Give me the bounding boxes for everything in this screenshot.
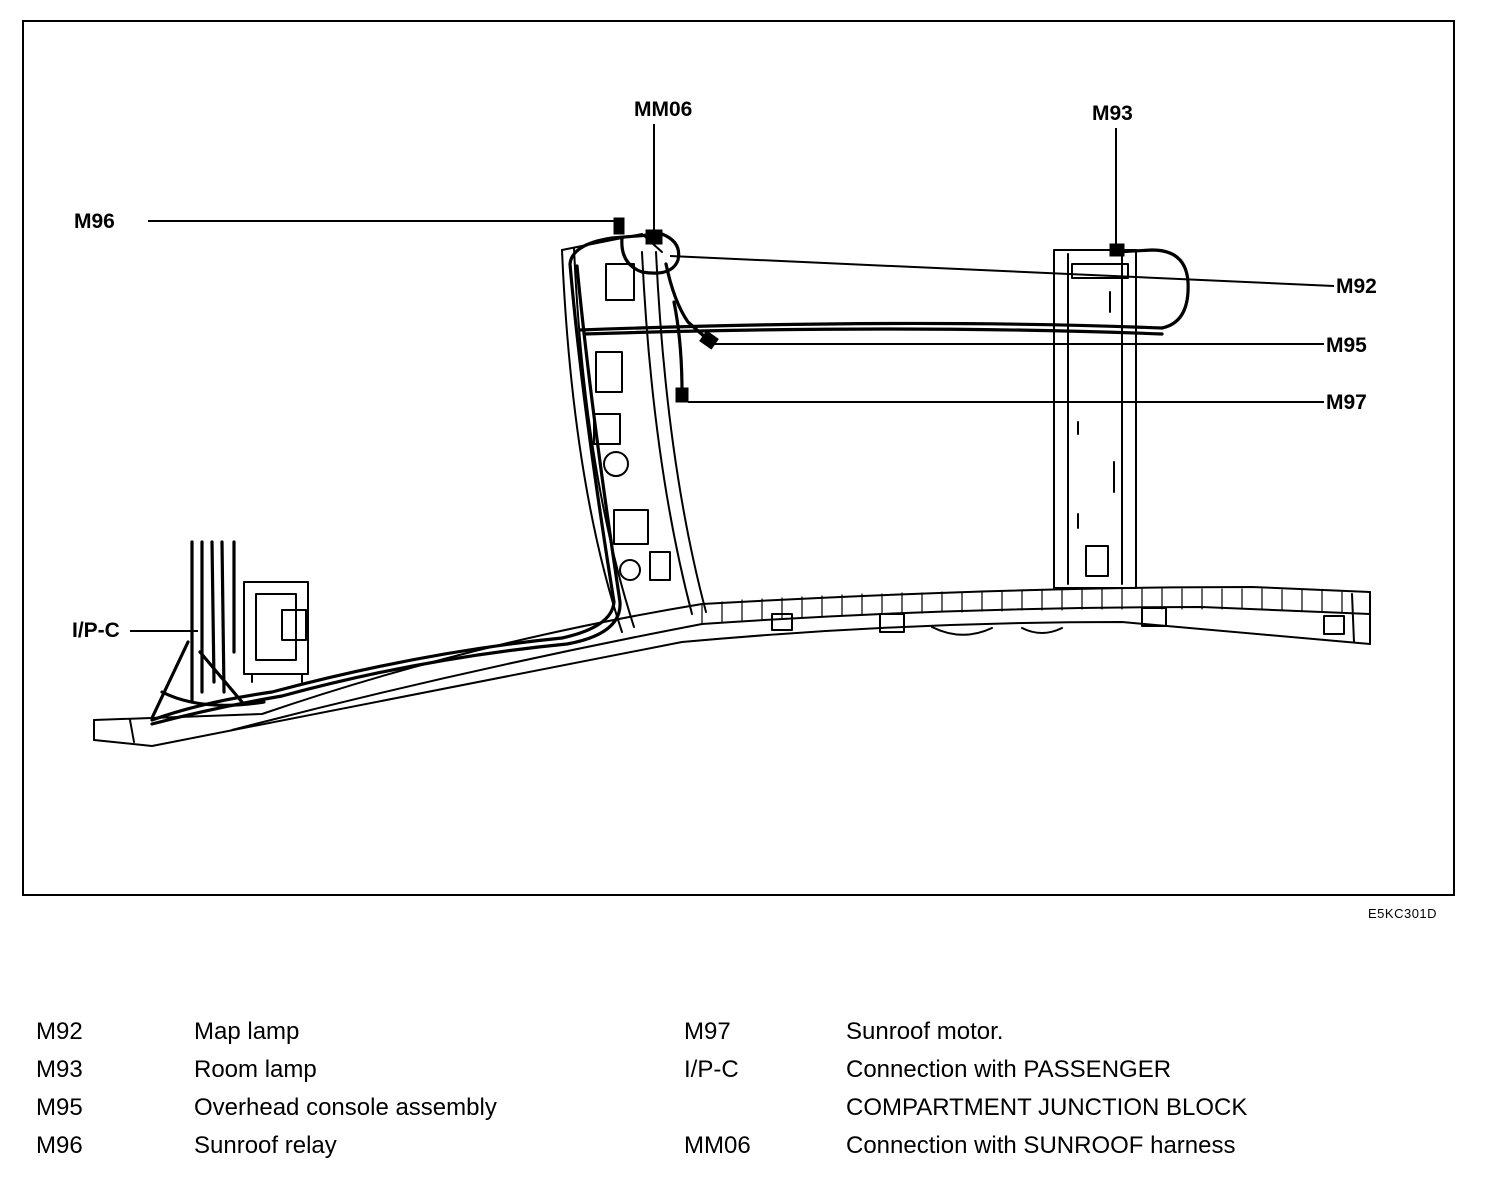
- pillar-panel: [613, 509, 649, 545]
- pillar-outer-2: [573, 247, 635, 628]
- floor-end-right: [1351, 591, 1371, 645]
- callout-m97: M97: [1326, 391, 1367, 414]
- rail-clip-2: [1141, 607, 1167, 627]
- rail-serrations: [701, 588, 1343, 625]
- legend-desc: Connection with SUNROOF harness: [846, 1132, 1236, 1159]
- mm06-connector: [645, 229, 663, 245]
- pillar-outer: [561, 249, 623, 633]
- rail-clip-3: [1323, 615, 1345, 635]
- legend-desc: Room lamp: [194, 1056, 317, 1083]
- legend-code: M96: [36, 1132, 83, 1159]
- ipc-harness: [150, 540, 244, 720]
- pillar-bracket-3: [593, 413, 621, 445]
- junction-connector: [281, 609, 307, 641]
- floor-rail-lower: [93, 621, 1371, 747]
- legend-desc: COMPARTMENT JUNCTION BLOCK: [846, 1094, 1248, 1121]
- roof-harness-2: [582, 327, 1164, 336]
- legend-desc: Sunroof motor.: [846, 1018, 1004, 1045]
- b-pillar-inner: [1067, 253, 1123, 585]
- rail-dips: [931, 626, 1063, 636]
- pillar-hole: [603, 451, 629, 477]
- callout-ipc: I/P-C: [72, 619, 120, 642]
- legend-desc: Overhead console assembly: [194, 1094, 497, 1121]
- rail-clip-4: [771, 613, 793, 631]
- pillar-inner-2: [655, 251, 707, 613]
- pillar-inner: [641, 251, 693, 615]
- legend-code: M97: [684, 1018, 731, 1045]
- junction-block-inner: [255, 593, 297, 661]
- rail-clip-1: [879, 613, 905, 633]
- pillar-bracket-4: [649, 551, 671, 581]
- b-pillar-slots: [1077, 291, 1115, 529]
- junction-feet: [251, 673, 303, 683]
- legend-desc: Map lamp: [194, 1018, 300, 1045]
- legend-desc: Connection with PASSENGER: [846, 1056, 1172, 1083]
- callout-mm06: MM06: [634, 98, 693, 121]
- b-pillar-bracket: [1085, 545, 1109, 577]
- m97-connector: [675, 387, 689, 403]
- legend-code: M93: [36, 1056, 83, 1083]
- legend-code: MM06: [684, 1132, 751, 1159]
- harness-drawing: [93, 124, 1371, 747]
- pillar-bracket-2: [595, 351, 623, 393]
- figure-code: E5KC301D: [1368, 906, 1438, 921]
- ipc-harness-loop: [160, 690, 266, 707]
- floor-end-left: [93, 719, 135, 743]
- legend-desc: Sunroof relay: [194, 1132, 337, 1159]
- legend-code: M92: [36, 1018, 83, 1045]
- roof-harness: [578, 248, 1190, 332]
- m95-branch: [664, 262, 708, 340]
- callout-m93: M93: [1092, 102, 1133, 125]
- b-pillar: [1053, 249, 1137, 589]
- junction-block: [243, 581, 309, 675]
- callout-m92: M92: [1336, 275, 1377, 298]
- legend-code: M95: [36, 1094, 83, 1121]
- main-harness-2: [150, 264, 622, 726]
- pillar-bracket-1: [605, 263, 635, 301]
- pillar-hole-2: [619, 559, 641, 581]
- callout-m96: M96: [74, 210, 115, 233]
- callout-m95: M95: [1326, 334, 1367, 357]
- main-harness: [150, 232, 681, 722]
- m96-connector: [613, 217, 625, 235]
- m92-leader: [669, 255, 1335, 287]
- b-pillar-top-bracket: [1071, 263, 1129, 279]
- harness-diagram: MM06 M93 M96 M92 M95 M97 I/P-C: [22, 20, 1455, 896]
- legend-code: I/P-C: [684, 1056, 739, 1083]
- m97-branch: [672, 300, 684, 394]
